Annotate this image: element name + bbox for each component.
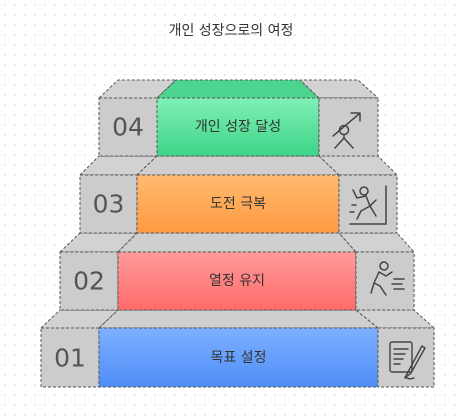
step-02-left-block	[59, 251, 119, 311]
step-01-number: 01	[54, 344, 86, 373]
step-02-right-block	[355, 251, 415, 311]
climbing-person-icon	[349, 185, 387, 225]
step-03-center-face	[136, 174, 340, 234]
step-04-left-block	[98, 97, 158, 157]
step-01-center-face	[98, 327, 379, 388]
step-03-number: 03	[93, 190, 125, 219]
step-01-left-block	[40, 327, 100, 388]
step-02-number: 02	[73, 267, 105, 296]
step-04-left-top	[98, 79, 177, 99]
step-02-label: 열정 유지	[209, 273, 265, 289]
step-02-center-top	[117, 232, 357, 253]
step-03	[79, 155, 398, 234]
step-04-center-face	[156, 97, 320, 157]
step-04-label: 개인 성장 달성	[195, 119, 281, 135]
step-04-center-top	[156, 79, 320, 99]
step-04-number: 04	[112, 113, 144, 142]
step-01-label: 목표 설정	[211, 350, 267, 366]
goal-setting-clipboard-icon	[389, 341, 426, 380]
step-02-right-top	[338, 232, 415, 253]
step-03-label: 도전 극복	[210, 196, 266, 212]
step-01-center-top	[98, 309, 379, 329]
growth-person-icon	[332, 112, 361, 149]
step-01-right-block	[377, 327, 435, 388]
step-04	[98, 79, 379, 157]
step-01-left-top	[40, 309, 119, 329]
running-person-icon	[370, 261, 405, 296]
diagram-title: 개인 성장으로의 여정	[168, 23, 294, 39]
step-04-right-block	[318, 97, 379, 157]
step-02	[59, 232, 415, 311]
step-01	[40, 309, 435, 388]
step-03-center-top	[136, 155, 340, 176]
step-02-center-face	[117, 251, 357, 311]
